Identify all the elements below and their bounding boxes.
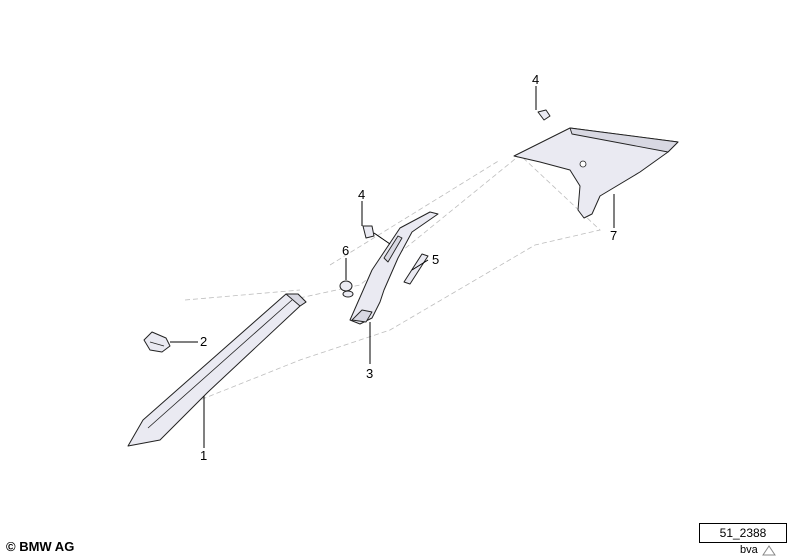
leader-lines bbox=[170, 86, 615, 448]
c-pillar-trim bbox=[513, 127, 679, 219]
clip-part-6 bbox=[339, 280, 354, 298]
ghost-outline bbox=[149, 154, 601, 441]
callout-4-lower: 4 bbox=[358, 187, 365, 202]
copyright-text: © BMW AG bbox=[6, 539, 75, 554]
clip-part-2 bbox=[143, 331, 171, 353]
callout-6: 6 bbox=[342, 243, 349, 258]
screw-part-4-upper bbox=[537, 109, 551, 121]
callout-4-upper: 4 bbox=[532, 72, 539, 87]
callout-5: 5 bbox=[432, 252, 439, 267]
screw-part-4-lower bbox=[362, 225, 375, 239]
callout-7: 7 bbox=[610, 228, 617, 243]
triangle-icon bbox=[762, 545, 776, 556]
callout-3: 3 bbox=[366, 366, 373, 381]
callout-2: 2 bbox=[200, 334, 207, 349]
sub-tag: bva bbox=[740, 544, 758, 556]
a-pillar-trim bbox=[127, 293, 307, 447]
b-pillar-trim bbox=[349, 211, 439, 325]
callout-1: 1 bbox=[200, 448, 207, 463]
reference-number: 51_2388 bbox=[699, 523, 787, 543]
strip-part-5 bbox=[403, 253, 429, 285]
